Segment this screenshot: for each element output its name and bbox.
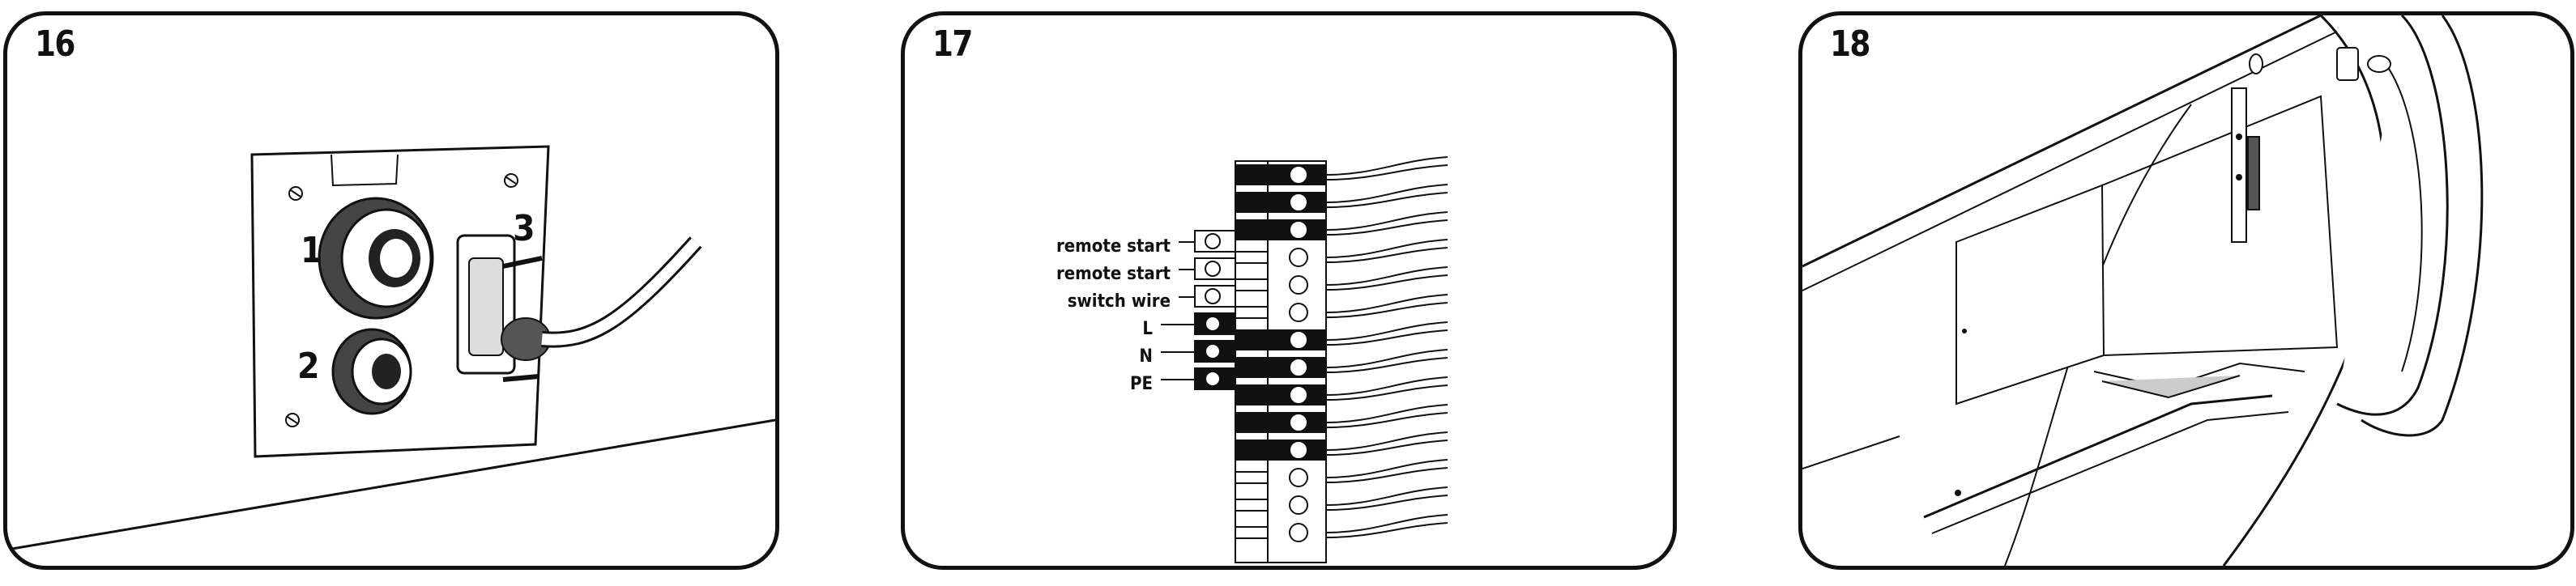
terminal-screw-icon bbox=[1289, 413, 1308, 432]
terminal-screw-icon bbox=[1205, 233, 1221, 249]
step-number: 18 bbox=[1830, 23, 1870, 65]
hinge-icon bbox=[2231, 87, 2260, 243]
terminal-strip bbox=[1161, 156, 1448, 563]
cable-gland-1 bbox=[318, 197, 434, 320]
terminal-screw-icon bbox=[1289, 330, 1308, 350]
terminal-screw-icon bbox=[1205, 343, 1221, 359]
terminal-screw-icon bbox=[1289, 358, 1308, 377]
terminal-screw-icon bbox=[1289, 523, 1308, 542]
screw-icon bbox=[504, 173, 518, 188]
screw-icon bbox=[285, 413, 300, 427]
terminal-screw-icon bbox=[1205, 288, 1221, 304]
terminal-block-illustration: remote start remote start switch wire L … bbox=[1056, 156, 1448, 563]
terminal-screw-icon bbox=[1205, 261, 1221, 277]
step-number: 16 bbox=[35, 23, 75, 65]
panel-step-18: 18 bbox=[1798, 11, 2574, 570]
gland-2-label: 2 bbox=[297, 346, 320, 387]
connector-3-label: 3 bbox=[513, 208, 535, 249]
step-number: 17 bbox=[932, 23, 973, 65]
sub-d-connector-3 bbox=[456, 234, 702, 382]
terminal-screw-icon bbox=[1289, 193, 1308, 212]
wire-label-switch-wire: switch wire bbox=[1068, 291, 1171, 312]
wire-label-N: N bbox=[1139, 346, 1153, 367]
terminal-screw-icon bbox=[1205, 316, 1221, 332]
screw-icon bbox=[288, 186, 303, 201]
terminal-screw-icon bbox=[1289, 165, 1308, 185]
wire-label-L: L bbox=[1142, 319, 1153, 339]
gland-1-label: 1 bbox=[301, 230, 323, 271]
panel-step-17: 17 remote start remote start switch wire… bbox=[901, 11, 1677, 570]
terminal-screw-icon bbox=[1289, 440, 1308, 460]
cabinet-interior-illustration bbox=[1802, 15, 2484, 566]
wire-label-PE: PE bbox=[1130, 374, 1153, 394]
terminal-screw-icon bbox=[1205, 371, 1221, 387]
terminal-screw-icon bbox=[1289, 248, 1308, 267]
terminal-screw-icon bbox=[1289, 275, 1308, 295]
terminal-screw-icon bbox=[1289, 468, 1308, 487]
terminal-screw-icon bbox=[1289, 303, 1308, 322]
cable-gland-2 bbox=[331, 328, 412, 415]
panel-step-16: 16 bbox=[3, 11, 779, 570]
latch-icon bbox=[2249, 47, 2391, 81]
connection-plate-illustration: 1 2 3 bbox=[7, 145, 775, 551]
terminal-screw-icon bbox=[1289, 385, 1308, 405]
terminal-screw-icon bbox=[1289, 220, 1308, 240]
terminal-screw-icon bbox=[1289, 495, 1308, 515]
wire-label-remote-start-1: remote start bbox=[1056, 236, 1171, 257]
wire-label-remote-start-2: remote start bbox=[1056, 264, 1171, 284]
